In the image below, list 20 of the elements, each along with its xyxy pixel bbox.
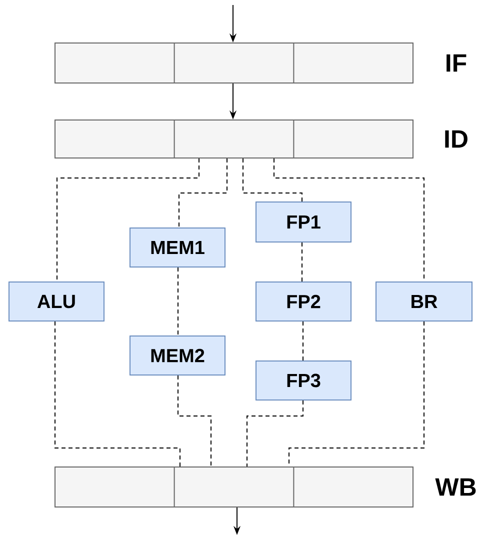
connector-line [242,158,302,202]
stage-label: WB [435,478,476,496]
connector-line [246,400,304,467]
unit-box: MEM1 [130,228,226,268]
unit-box: ALU [8,282,104,322]
unit-box: MEM2 [130,336,226,376]
connector-line [178,158,228,228]
connector-line [54,321,180,467]
unit-box: FP2 [256,282,352,322]
connector-line [178,375,212,467]
stage-label: ID [445,130,468,148]
unit-box: FP3 [256,360,352,400]
connector-line [302,321,304,361]
pipeline-register [54,42,414,84]
pipeline-register [54,120,414,158]
pipeline-register [54,466,414,508]
unit-box: FP1 [256,202,352,242]
unit-box: BR [376,282,472,322]
connector-line [56,158,200,282]
stage-label: IF [446,54,466,72]
